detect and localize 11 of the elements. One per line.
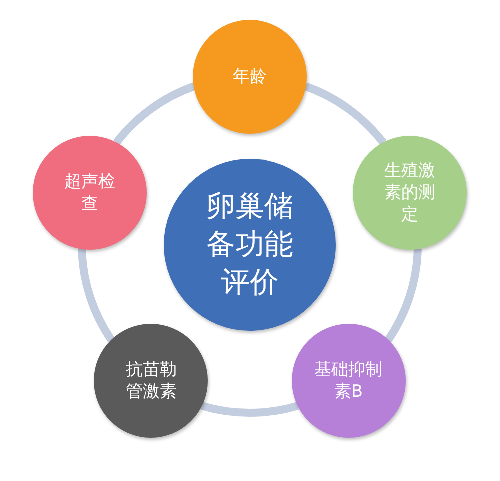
ring-arc (114, 82, 196, 146)
ring-arc (384, 248, 422, 342)
circle-label: 超声检查 (64, 170, 117, 216)
ring-arc (201, 402, 299, 417)
circle-label: 年龄 (232, 66, 268, 88)
ring-arc (304, 82, 386, 146)
ring-arc (78, 248, 116, 342)
circle-label: 卵巢储备功能评价 (206, 188, 294, 301)
circle-label: 生殖激素的测定 (383, 160, 436, 226)
circle-label: 基础抑制素B (314, 358, 384, 403)
circle-label: 抗苗勒管激素 (124, 358, 178, 403)
